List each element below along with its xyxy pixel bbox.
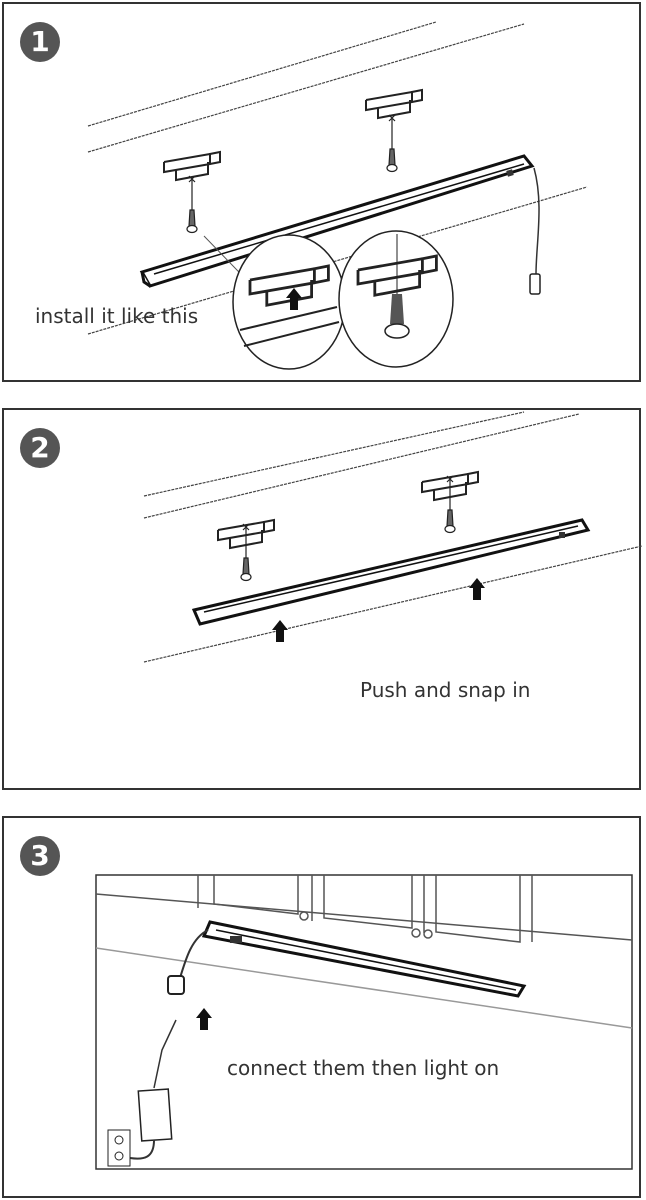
step-2-illustration — [143, 411, 643, 663]
step-number-badge: 3 — [20, 836, 60, 876]
step-1-panel: 1 install it like this — [2, 2, 641, 382]
light-bar — [191, 518, 591, 626]
step-3-panel: 3 connect them then light on — [2, 816, 641, 1198]
step-2-caption: Push and snap in — [360, 678, 531, 702]
step-number-badge: 2 — [20, 428, 60, 468]
light-bar — [139, 154, 535, 288]
step-3-caption: connect them then light on — [227, 1056, 500, 1080]
step-1-illustration — [87, 21, 588, 370]
step-number-badge: 1 — [20, 22, 60, 62]
step-1-caption: install it like this — [35, 304, 199, 328]
step-3-illustration — [95, 874, 633, 1170]
step-2-panel: 2 Push and snap in — [2, 408, 643, 790]
